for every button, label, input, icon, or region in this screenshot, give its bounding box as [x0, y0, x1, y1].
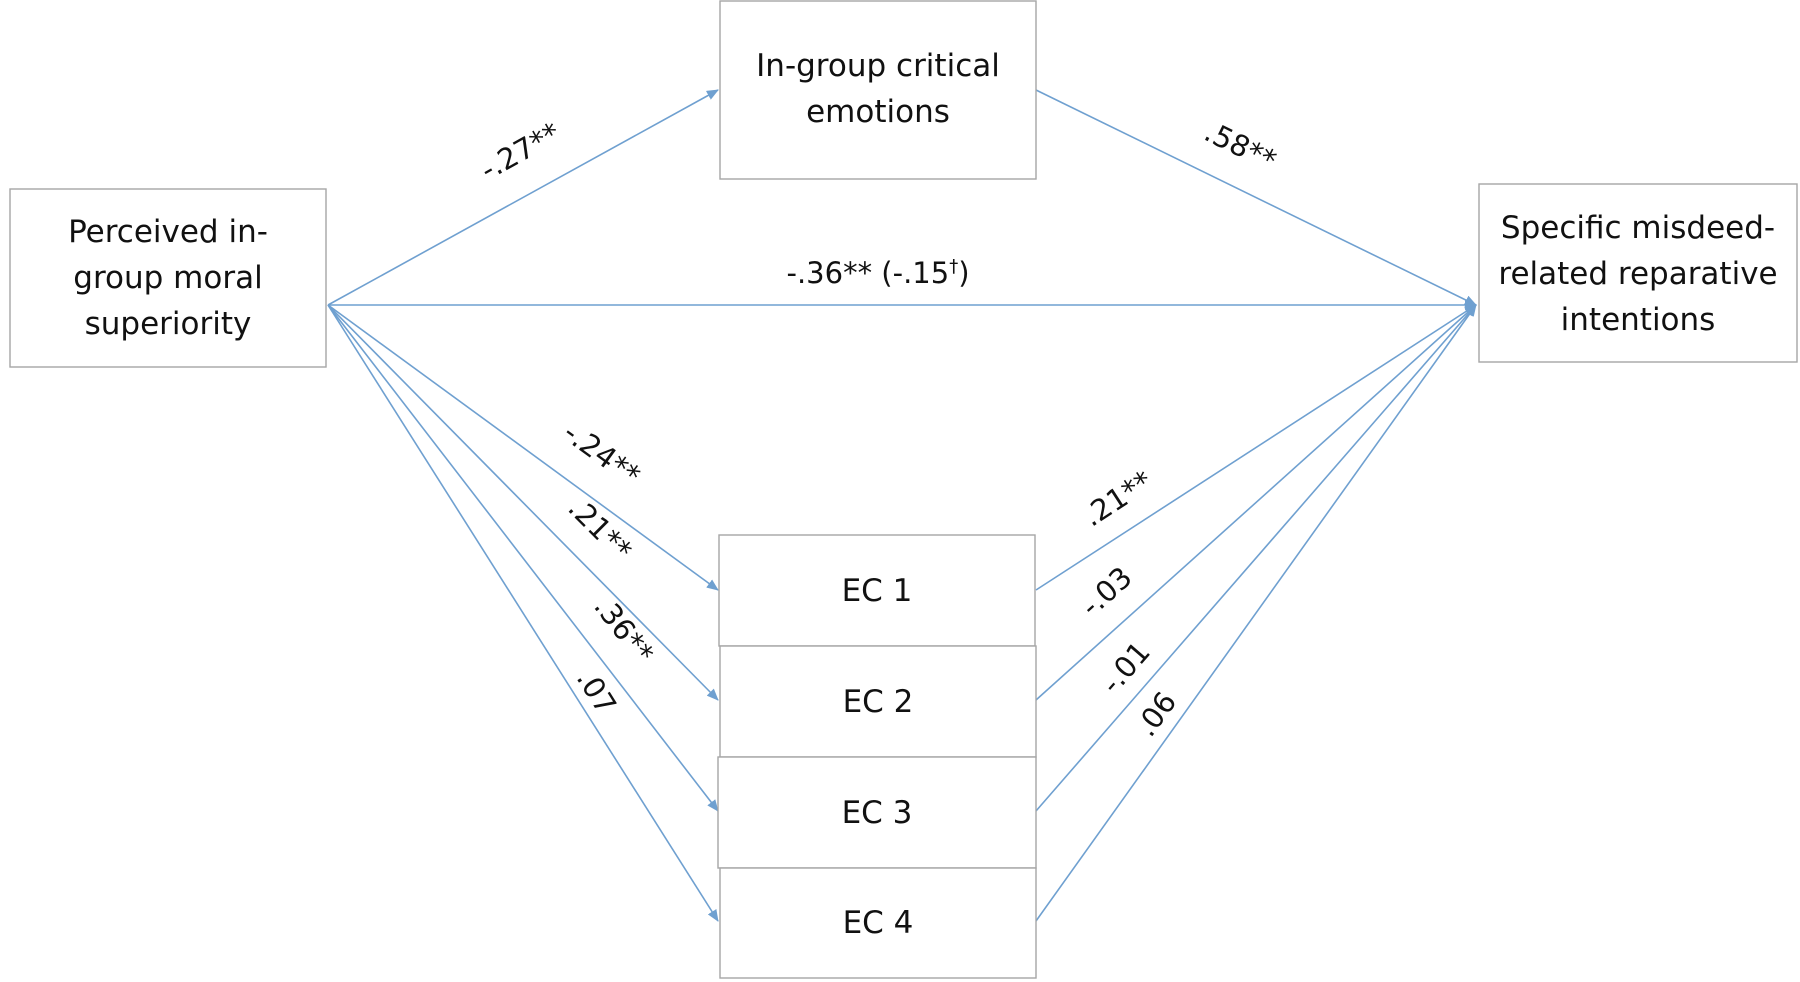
edge-ec3-to-outcome — [1035, 304, 1477, 812]
coef-ec3-to-outcome: -.01 — [1094, 635, 1157, 700]
edge-predictor-to-ec1 — [327, 304, 719, 591]
mediator-top-node: In-group critical emotions — [719, 0, 1037, 180]
edge-ec4-to-outcome — [1035, 304, 1477, 922]
ec2-label: EC 2 — [843, 684, 914, 720]
mediator-top-line-1: In-group critical — [756, 48, 1000, 84]
predictor-line-3: superiority — [85, 306, 252, 342]
ec4-node: EC 4 — [719, 867, 1037, 979]
coef-predictor-to-ec4: .07 — [570, 663, 623, 720]
coef-ec2-to-outcome: -.03 — [1074, 560, 1139, 623]
predictor-node: Perceived in- group moral superiority — [9, 188, 327, 368]
coef-direct-path-close: ) — [958, 256, 969, 290]
edge-ec1-to-outcome — [1035, 304, 1477, 591]
ec2-node: EC 2 — [719, 645, 1037, 758]
predictor-line-1: Perceived in- — [68, 214, 268, 250]
coef-direct-path-sup: † — [949, 256, 958, 277]
predictor-line-2: group moral — [73, 260, 262, 296]
outcome-line-3: intentions — [1561, 302, 1716, 338]
edge-predictor-to-ec4 — [327, 304, 719, 922]
edge-mediator-to-outcome — [1035, 89, 1477, 306]
coef-predictor-to-ec2: .21** — [561, 490, 638, 567]
mediator-top-line-2: emotions — [806, 94, 950, 130]
ec1-node: EC 1 — [718, 534, 1036, 647]
edge-predictor-to-ec3 — [327, 304, 719, 812]
edge-predictor-to-ec2 — [327, 304, 719, 701]
coef-direct-path: -.36** (-.15†) — [786, 256, 969, 290]
outcome-node: Specific misdeed- related reparative int… — [1478, 183, 1798, 363]
outcome-line-2: related reparative — [1498, 256, 1777, 292]
ec4-label: EC 4 — [843, 905, 914, 941]
coef-ec1-to-outcome: .21** — [1077, 464, 1159, 533]
ec1-label: EC 1 — [842, 573, 913, 609]
coef-predictor-to-ec1: -.24** — [557, 415, 646, 493]
coef-direct-path-main: -.36** (-.15 — [786, 256, 949, 290]
ec3-node: EC 3 — [717, 756, 1037, 869]
edge-predictor-to-mediator — [327, 89, 719, 306]
coef-predictor-to-mediator: -.27** — [474, 116, 565, 187]
coef-mediator-to-outcome: .58** — [1199, 114, 1281, 177]
outcome-line-1: Specific misdeed- — [1501, 210, 1775, 246]
edge-ec2-to-outcome — [1035, 304, 1477, 701]
ec3-label: EC 3 — [842, 795, 913, 831]
